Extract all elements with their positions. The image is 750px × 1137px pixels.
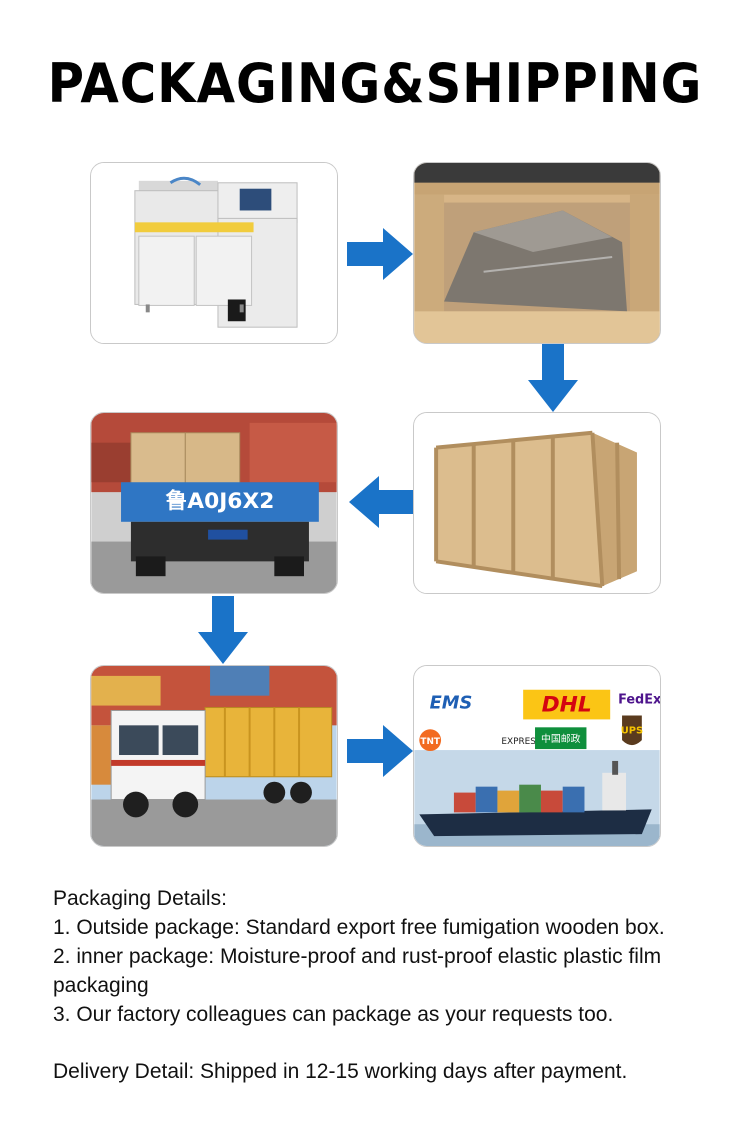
ems-logo-text: EMS xyxy=(430,693,473,714)
arrow-left-1 xyxy=(349,476,413,528)
truck-plate-text: 鲁A0J6X2 xyxy=(165,488,275,514)
dhl-logo-text: DHL xyxy=(542,692,592,717)
container-truck-image xyxy=(90,665,338,847)
delivery-text: Shipped in 12-15 working days after paym… xyxy=(200,1060,628,1083)
arrow-right-2 xyxy=(347,725,413,777)
crates-on-truck-image: 鲁A0J6X2 xyxy=(90,412,338,594)
machine-image xyxy=(90,162,338,344)
packaging-item-1: 1. Outside package: Standard export free… xyxy=(53,916,665,939)
wooden-box-image xyxy=(413,412,661,594)
details-section: Packaging Details: 1. Outside package: S… xyxy=(53,884,733,1086)
delivery-label: Delivery Detail xyxy=(53,1060,189,1083)
sf-express-logo-text: EXPRESS xyxy=(501,737,542,747)
delivery-line: Delivery Detail: Shipped in 12-15 workin… xyxy=(53,1060,628,1083)
packaging-heading: Packaging Details xyxy=(53,887,222,910)
arrow-down-1 xyxy=(528,344,578,412)
page-title: PACKAGING&SHIPPING xyxy=(47,52,703,115)
couriers-and-ship-image: EMS DHL FedEx TNT EXPRESS 中国邮政 UPS xyxy=(413,665,661,847)
packaging-heading-line: Packaging Details: xyxy=(53,887,227,910)
wrapped-machine-crate-image xyxy=(413,162,661,344)
packaging-item-3: 3. Our factory colleagues can package as… xyxy=(53,1003,614,1026)
fedex-logo-text: FedEx xyxy=(618,693,660,708)
arrow-right-1 xyxy=(347,228,413,280)
arrow-down-2 xyxy=(198,596,248,664)
tnt-logo-text: TNT xyxy=(420,737,441,747)
ups-logo-text: UPS xyxy=(621,725,643,736)
china-post-logo-text: 中国邮政 xyxy=(541,732,581,745)
packaging-item-2: 2. inner package: Moisture-proof and rus… xyxy=(53,945,662,997)
